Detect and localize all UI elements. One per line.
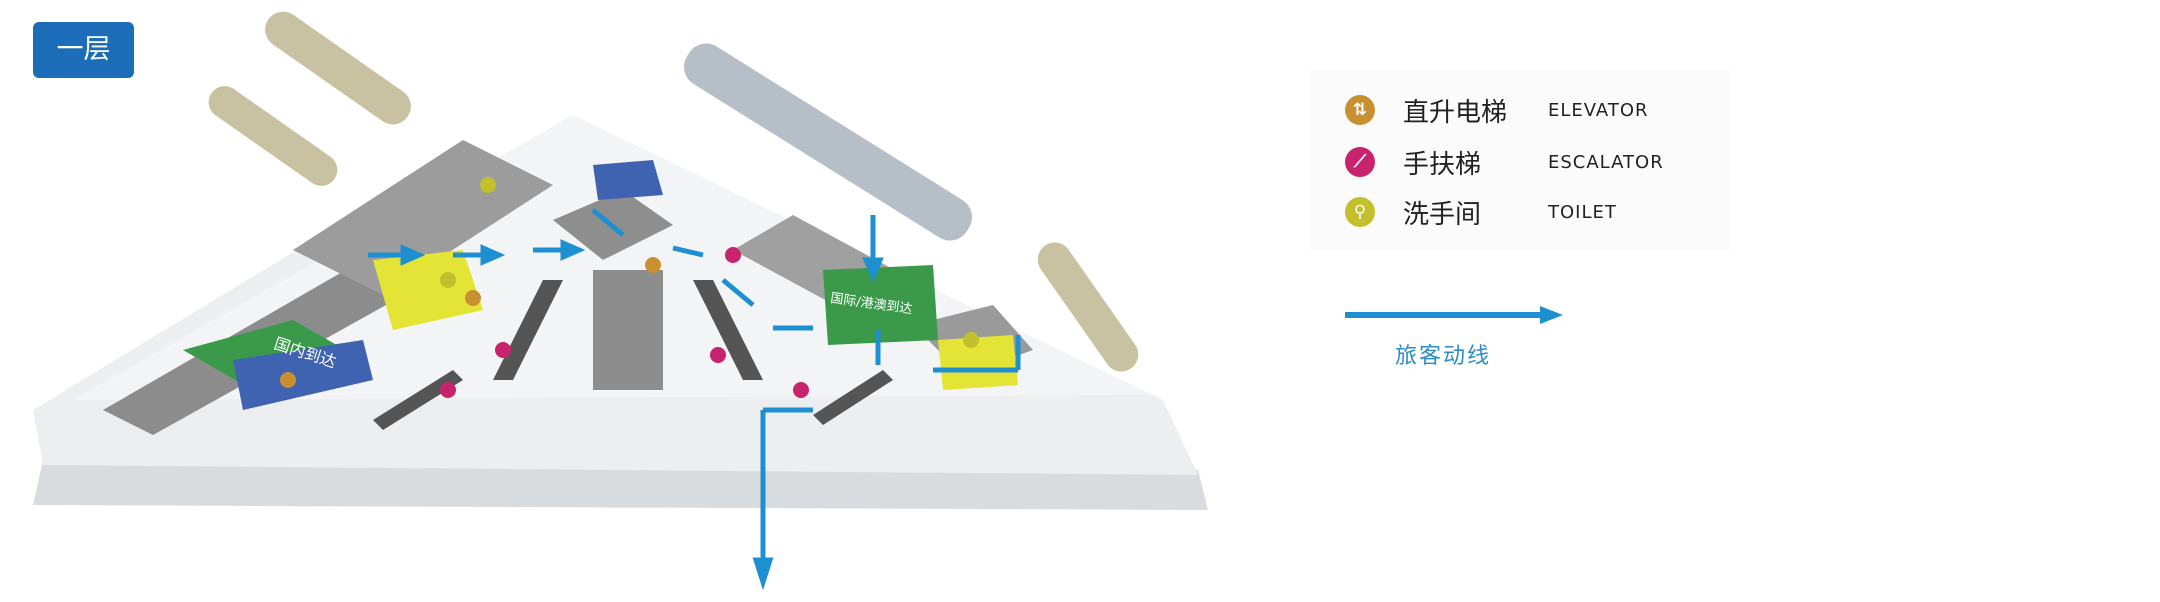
terminal-map-drawing: 国内到达 国际/港澳到达 — [33, 11, 1208, 591]
legend-item-toilet: ⚲ 洗手间 TOILET — [1345, 192, 1617, 232]
blue-room — [593, 160, 663, 200]
legend-en-label: ELEVATOR — [1548, 99, 1649, 121]
legend-en-label: ESCALATOR — [1548, 151, 1664, 173]
escalator — [373, 370, 463, 430]
escalator — [693, 280, 763, 380]
floor-badge[interactable]: 一层 — [33, 22, 134, 78]
legend-panel: ⇅ 直升电梯 ELEVATOR ⟋ 手扶梯 ESCALATOR ⚲ 洗手间 TO… — [1310, 70, 1730, 250]
cruise-ship-illustration — [208, 11, 1139, 372]
escalator — [493, 280, 563, 380]
passenger-route — [368, 208, 1021, 591]
legend-cn-label: 直升电梯 — [1403, 97, 1508, 128]
escalator-icon: ⟋ — [1345, 147, 1375, 177]
escalator-hall — [593, 270, 663, 390]
domestic-yellow-zone — [373, 250, 483, 330]
domestic-blue-room — [233, 340, 373, 410]
route-arrow-icon — [1345, 306, 1563, 324]
terminal-floor-map: 国内到达 国际/港澳到达 — [33, 11, 1213, 600]
legend-cn-label: 手扶梯 — [1403, 149, 1482, 180]
map-markers — [280, 177, 979, 398]
international-arrival-zone — [823, 265, 938, 345]
escalator — [813, 370, 893, 425]
toilet-icon: ⚲ — [1345, 197, 1375, 227]
legend-item-elevator: ⇅ 直升电梯 ELEVATOR — [1345, 90, 1649, 130]
route-legend-label: 旅客动线 — [1395, 344, 1492, 369]
international-yellow-zone — [938, 335, 1018, 390]
legend-cn-label: 洗手间 — [1403, 199, 1482, 230]
route-legend: 旅客动线 — [1345, 300, 1575, 380]
legend-en-label: TOILET — [1548, 201, 1617, 223]
legend-item-escalator: ⟋ 手扶梯 ESCALATOR — [1345, 142, 1664, 182]
elevator-icon: ⇅ — [1345, 95, 1375, 125]
